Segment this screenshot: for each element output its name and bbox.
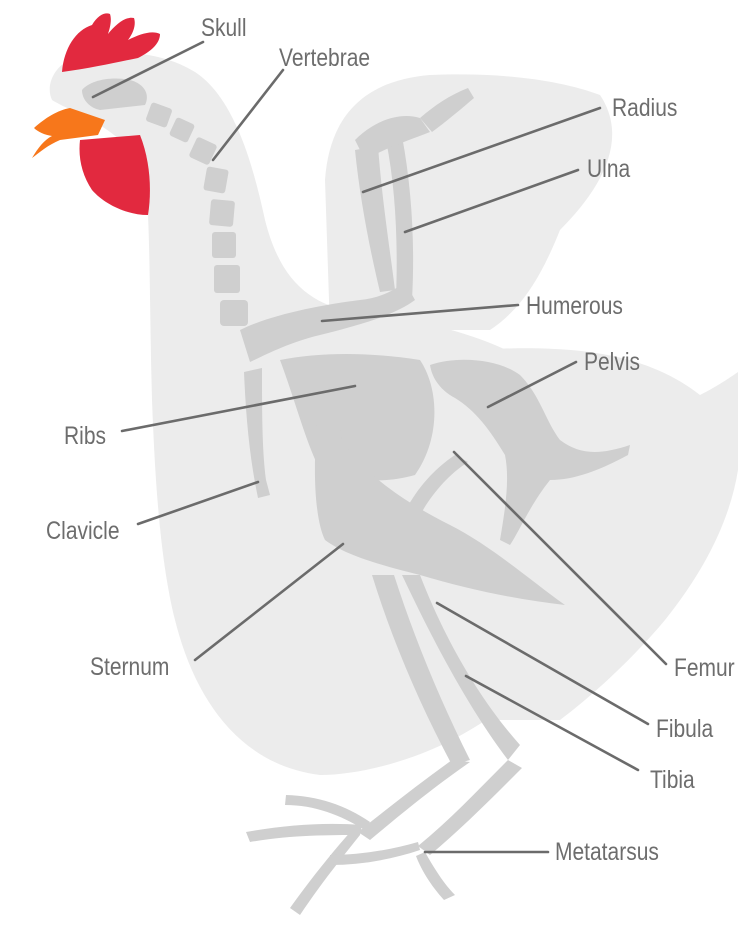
vertebra — [209, 199, 235, 227]
label-vertebrae: Vertebrae — [279, 46, 370, 71]
label-femur: Femur — [674, 656, 735, 681]
label-radius: Radius — [612, 96, 677, 121]
label-skull: Skull — [201, 16, 247, 41]
vertebra — [212, 232, 236, 258]
label-tibia: Tibia — [650, 768, 695, 793]
toe-bone — [416, 852, 455, 900]
vertebra — [214, 265, 240, 293]
label-sternum: Sternum — [90, 655, 169, 680]
toe-bone — [290, 830, 360, 915]
label-clavicle: Clavicle — [46, 519, 120, 544]
wattle — [80, 135, 150, 215]
vertebra — [203, 166, 229, 193]
label-ulna: Ulna — [587, 157, 630, 182]
label-ribs: Ribs — [64, 424, 106, 449]
skull-bone — [82, 78, 147, 110]
label-humerous: Humerous — [526, 294, 623, 319]
label-pelvis: Pelvis — [584, 350, 640, 375]
label-fibula: Fibula — [656, 717, 713, 742]
vertebra — [220, 300, 248, 326]
label-metatarsus: Metatarsus — [555, 840, 659, 865]
